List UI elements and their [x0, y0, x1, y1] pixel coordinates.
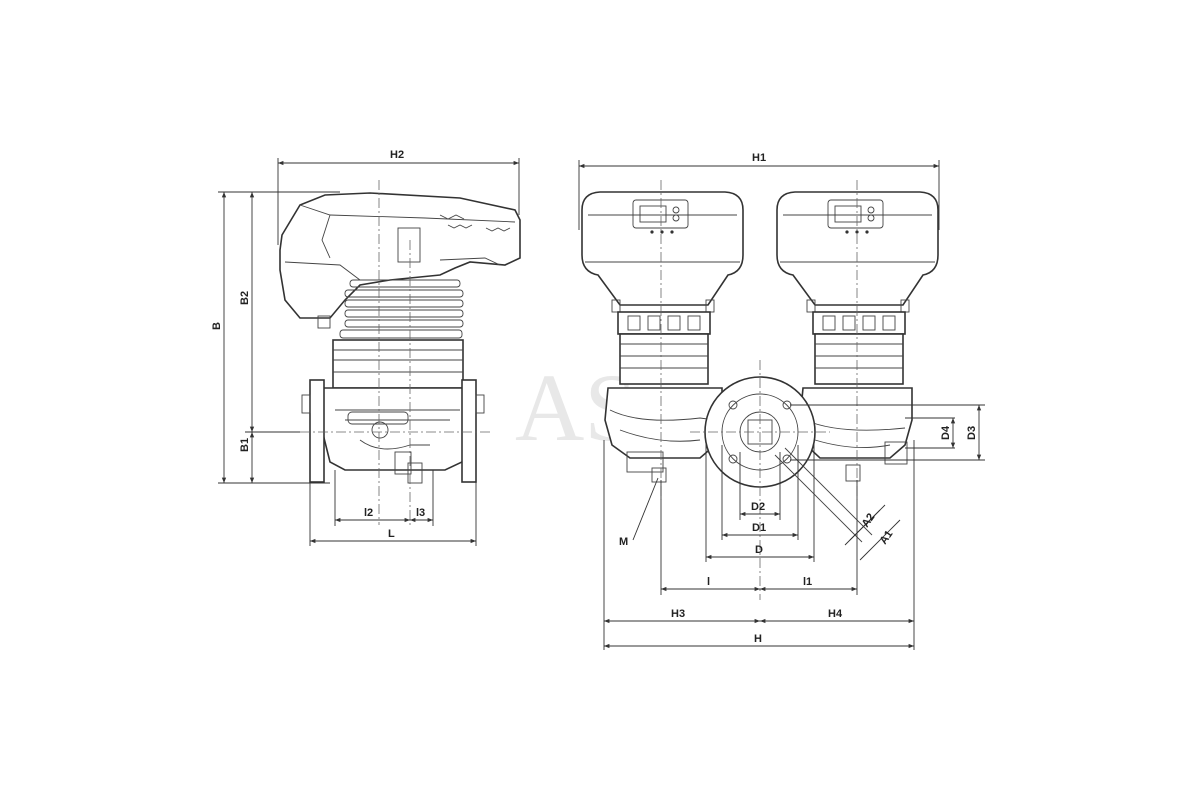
- side-flange-right: [461, 379, 477, 483]
- dim-label-b: B: [211, 322, 223, 330]
- dim-label-d1: D1: [752, 522, 766, 534]
- dim-label-l1: l1: [803, 576, 812, 588]
- dim-label-h4: H4: [828, 608, 843, 620]
- dim-label-d: D: [755, 544, 763, 556]
- dim-label-h2: H2: [390, 149, 404, 161]
- dim-label-l-lower: l: [707, 576, 710, 588]
- dim-label-d2: D2: [751, 501, 765, 513]
- dim-label-l: L: [388, 528, 395, 540]
- dim-label-l3: l3: [416, 507, 425, 519]
- side-flange-left: [309, 379, 325, 483]
- dim-label-m: M: [619, 536, 628, 548]
- side-view-dimensions: H2 B B2 B1 l2 l3 L: [211, 149, 520, 546]
- dim-label-d3: D3: [966, 426, 978, 440]
- dim-label-d4: D4: [940, 425, 952, 440]
- dim-label-b1: B1: [239, 438, 251, 452]
- dim-label-l2: l2: [364, 507, 373, 519]
- front-view: [581, 180, 939, 600]
- dim-label-h: H: [754, 633, 762, 645]
- side-pump-housing: [321, 387, 471, 471]
- side-motor-body: [332, 339, 464, 389]
- dim-label-a2: A2: [860, 511, 878, 529]
- dim-label-h1: H1: [752, 152, 766, 164]
- dim-label-b2: B2: [239, 291, 251, 305]
- dim-label-h3: H3: [671, 608, 685, 620]
- dim-label-a1: A1: [878, 528, 896, 546]
- controller-head-left: [581, 191, 744, 483]
- side-view: [279, 180, 521, 525]
- side-cooling-fins: [339, 279, 464, 339]
- controller-head-right: [776, 191, 939, 482]
- side-controller-housing: [279, 192, 521, 319]
- front-view-dimensions: H1 D4 D3 D2 D1 D A2 A1 M: [578, 152, 985, 650]
